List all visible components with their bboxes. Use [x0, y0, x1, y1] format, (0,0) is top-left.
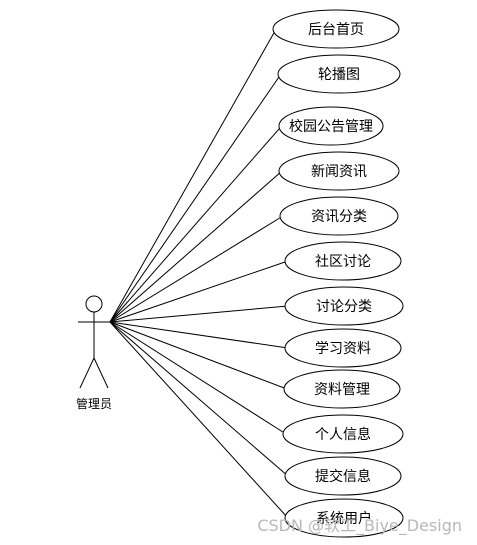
association-line — [109, 321, 288, 390]
use-case-label: 资料管理 — [314, 382, 370, 398]
association-line — [109, 215, 284, 323]
use-case: 新闻资讯 — [278, 151, 400, 191]
use-case-ellipse — [279, 196, 399, 236]
use-case: 资料管理 — [283, 369, 401, 409]
use-case-label: 个人信息 — [315, 426, 371, 443]
use-case-ellipse — [284, 456, 402, 496]
use-case-label: 资讯分类 — [311, 209, 367, 225]
use-case-ellipse — [284, 286, 404, 326]
actor-head — [85, 295, 103, 313]
use-case-ellipse — [278, 151, 400, 191]
use-case: 后台首页 — [272, 9, 400, 49]
use-case-label: 新闻资讯 — [311, 164, 367, 180]
association-line — [109, 321, 289, 519]
use-case-ellipse — [277, 54, 401, 94]
association-line — [109, 125, 282, 323]
use-case-ellipse — [282, 414, 404, 454]
actor: 管理员 — [76, 295, 112, 411]
use-case: 轮播图 — [277, 54, 401, 94]
use-case-ellipse — [278, 106, 384, 146]
association-line — [109, 28, 277, 323]
association-line — [109, 321, 289, 477]
use-case-label: 社区讨论 — [315, 254, 371, 270]
use-case-ellipse — [284, 498, 404, 538]
use-case: 个人信息 — [282, 414, 404, 454]
association-line — [109, 170, 283, 323]
use-case-ellipse — [283, 369, 401, 409]
use-case: 系统用户 — [284, 498, 404, 538]
use-case: 讨论分类 — [284, 286, 404, 326]
use-case: 学习资料 — [284, 328, 402, 368]
association-line — [109, 321, 288, 349]
use-case-ellipse — [284, 328, 402, 368]
use-case: 社区讨论 — [284, 241, 402, 281]
use-case: 提交信息 — [284, 456, 402, 496]
use-case-label: 讨论分类 — [316, 299, 372, 315]
use-case-label: 后台首页 — [308, 22, 364, 38]
association-line — [109, 260, 289, 323]
association-line — [109, 73, 282, 323]
use-case-label: 学习资料 — [315, 341, 371, 357]
use-case-ellipse — [272, 9, 400, 49]
use-case-label: 系统用户 — [316, 510, 372, 527]
use-case: 校园公告管理 — [278, 106, 384, 146]
use-case-ellipse — [284, 241, 402, 281]
use-case-label: 轮播图 — [318, 67, 360, 83]
actor-name: 管理员 — [76, 396, 112, 411]
association-lines — [109, 28, 289, 519]
actor-left-leg — [79, 357, 95, 389]
use-cases: 后台首页轮播图校园公告管理新闻资讯资讯分类社区讨论讨论分类学习资料资料管理个人信… — [272, 9, 404, 538]
actor-right-leg — [93, 357, 109, 389]
association-line — [109, 305, 288, 323]
use-case: 资讯分类 — [279, 196, 399, 236]
use-case-label: 校园公告管理 — [289, 118, 373, 135]
watermark-text: CSDN @软工_Biye_Design — [257, 516, 462, 536]
association-line — [109, 321, 287, 435]
use-case-label: 提交信息 — [315, 468, 371, 485]
